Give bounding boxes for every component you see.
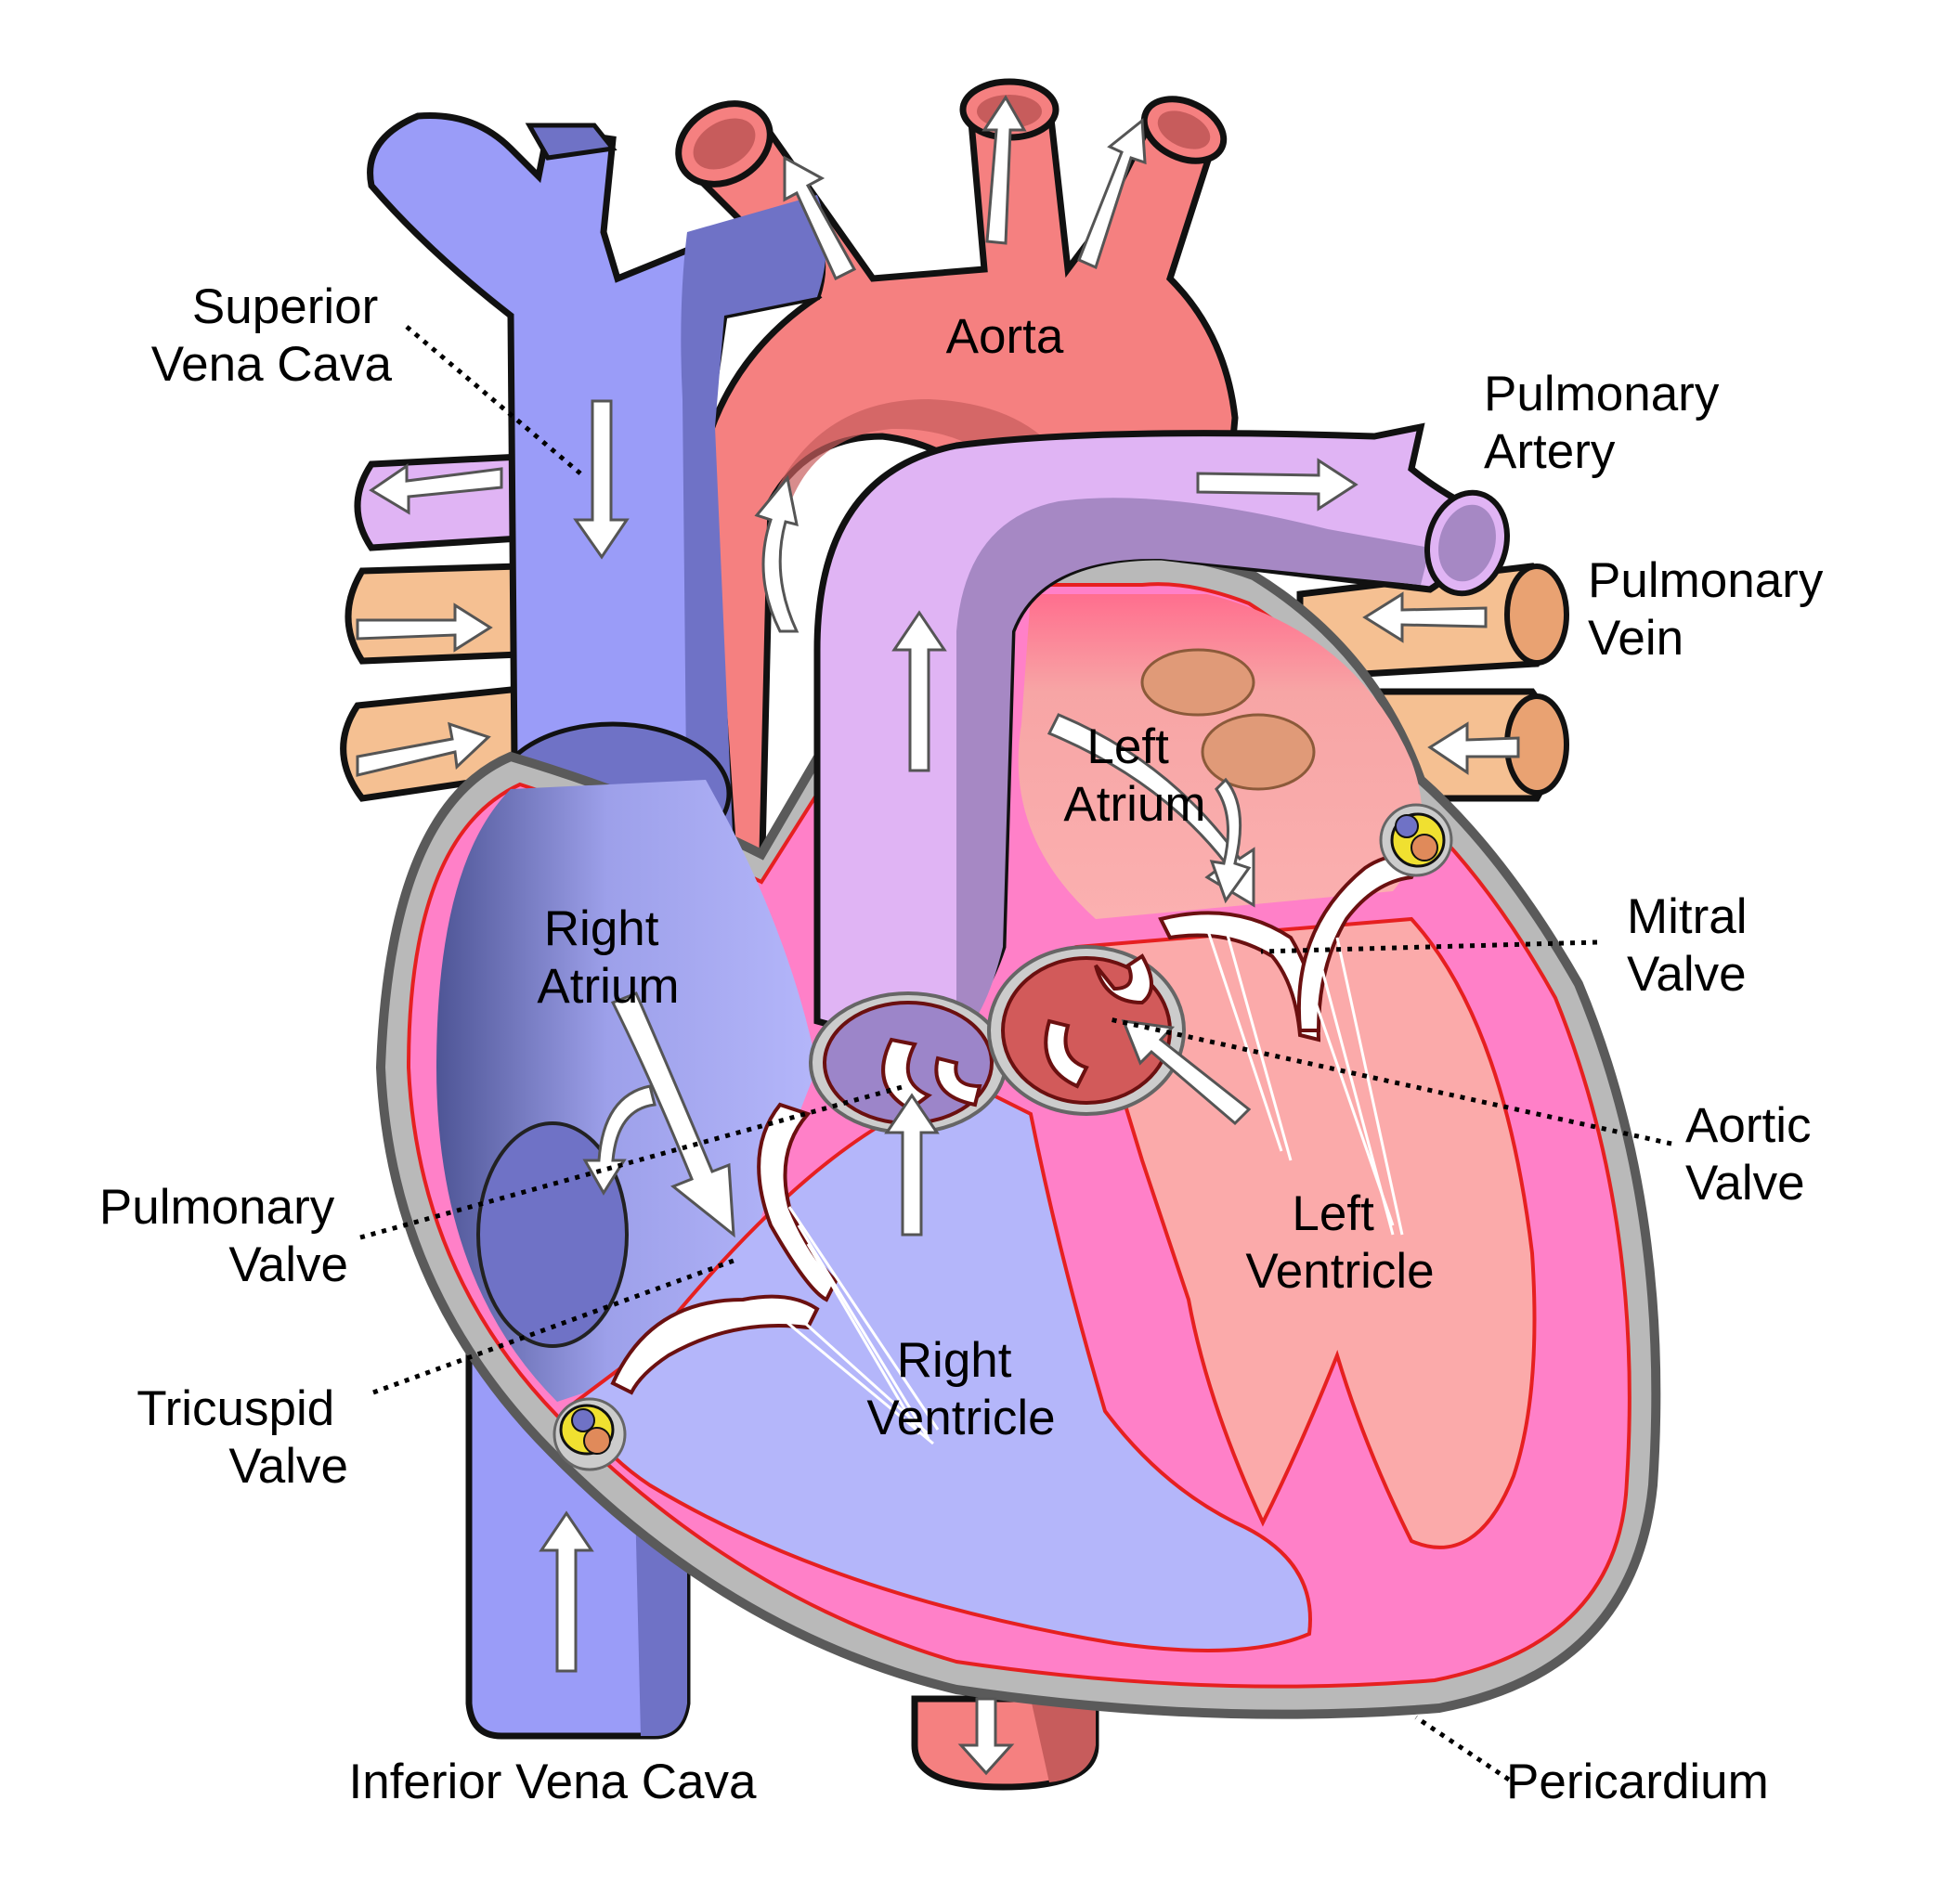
- arrow-ra-curve: [582, 1084, 656, 1196]
- leader-mitral-valve: [1260, 939, 1598, 954]
- arrow-lv-to-aorta: [1121, 1019, 1252, 1126]
- arrow-rv-up: [884, 1093, 940, 1237]
- label-pulmonary-vein: Pulmonary Vein: [1588, 553, 1837, 666]
- label-inferior-vena-cava: Inferior Vena Cava: [349, 1755, 758, 1809]
- arrow-svc-down: [573, 399, 630, 560]
- tricuspid-chordae: [770, 1206, 940, 1445]
- label-aortic-valve: Aortic Valve: [1685, 1098, 1825, 1211]
- labels: Superior Vena Cava Aorta Pulmonary Arter…: [99, 279, 1837, 1809]
- heart-body: [375, 422, 1661, 1719]
- leader-pericardium: [1414, 1715, 1511, 1782]
- arrow-la-curve: [1209, 777, 1252, 904]
- leader-lines: [359, 325, 1672, 1782]
- label-right-atrium: Right Atrium: [537, 901, 679, 1014]
- arrow-ivc-up: [539, 1510, 594, 1673]
- label-superior-vena-cava: Superior Vena Cava: [151, 279, 393, 392]
- label-tricuspid-valve: Tricuspid Valve: [136, 1381, 348, 1494]
- arrow-aorta-down: [957, 1697, 1015, 1776]
- arrow-aorta-1: [783, 155, 857, 281]
- aorta: [675, 78, 1239, 1791]
- arrow-aorta-2: [982, 95, 1027, 245]
- left-pulmonary-vein-upper: [344, 563, 524, 665]
- arrow-aorta-3: [1077, 118, 1147, 270]
- leader-aortic-valve: [1109, 1017, 1672, 1146]
- leader-tricuspid-valve: [372, 1258, 734, 1395]
- flow-arrows: [356, 95, 1520, 1776]
- arrow-aorta-curve: [754, 474, 800, 633]
- coronary-vessel-left: [1379, 803, 1453, 877]
- label-mitral-valve: Mitral Valve: [1627, 889, 1761, 1002]
- arrow-ra-to-rv: [610, 991, 735, 1238]
- coronary-vessel-right: [552, 1397, 627, 1471]
- arrow-pulm-vein-in-2: [356, 721, 491, 777]
- arrow-pulm-vein-in-1: [356, 602, 493, 653]
- arrow-pulm-vein-right-1: [1362, 591, 1488, 643]
- tricuspid-leaflet-upper: [757, 1102, 838, 1302]
- arrow-pulm-artery-right: [1196, 458, 1358, 512]
- label-left-atrium: Left Atrium: [1063, 719, 1205, 832]
- arrow-pulm-trunk-up: [891, 610, 947, 772]
- leader-pulmonary-valve: [359, 1083, 906, 1240]
- arrow-pulm-left-out: [369, 463, 503, 515]
- label-aorta: Aorta: [946, 309, 1064, 364]
- label-pericardium: Pericardium: [1506, 1755, 1769, 1809]
- label-pulmonary-valve: Pulmonary Valve: [99, 1180, 348, 1292]
- label-left-ventricle: Left Ventricle: [1245, 1186, 1434, 1299]
- tricuspid-leaflet-lower: [610, 1294, 820, 1395]
- label-pulmonary-artery: Pulmonary Artery: [1484, 367, 1733, 479]
- leader-superior-vena-cava: [405, 325, 582, 475]
- arrow-pulm-vein-right-2: [1427, 721, 1520, 775]
- label-right-ventricle: Right Ventricle: [866, 1333, 1055, 1445]
- mitral-chordae: [1205, 927, 1404, 1236]
- mitral-leaflet-left: [1158, 911, 1321, 1043]
